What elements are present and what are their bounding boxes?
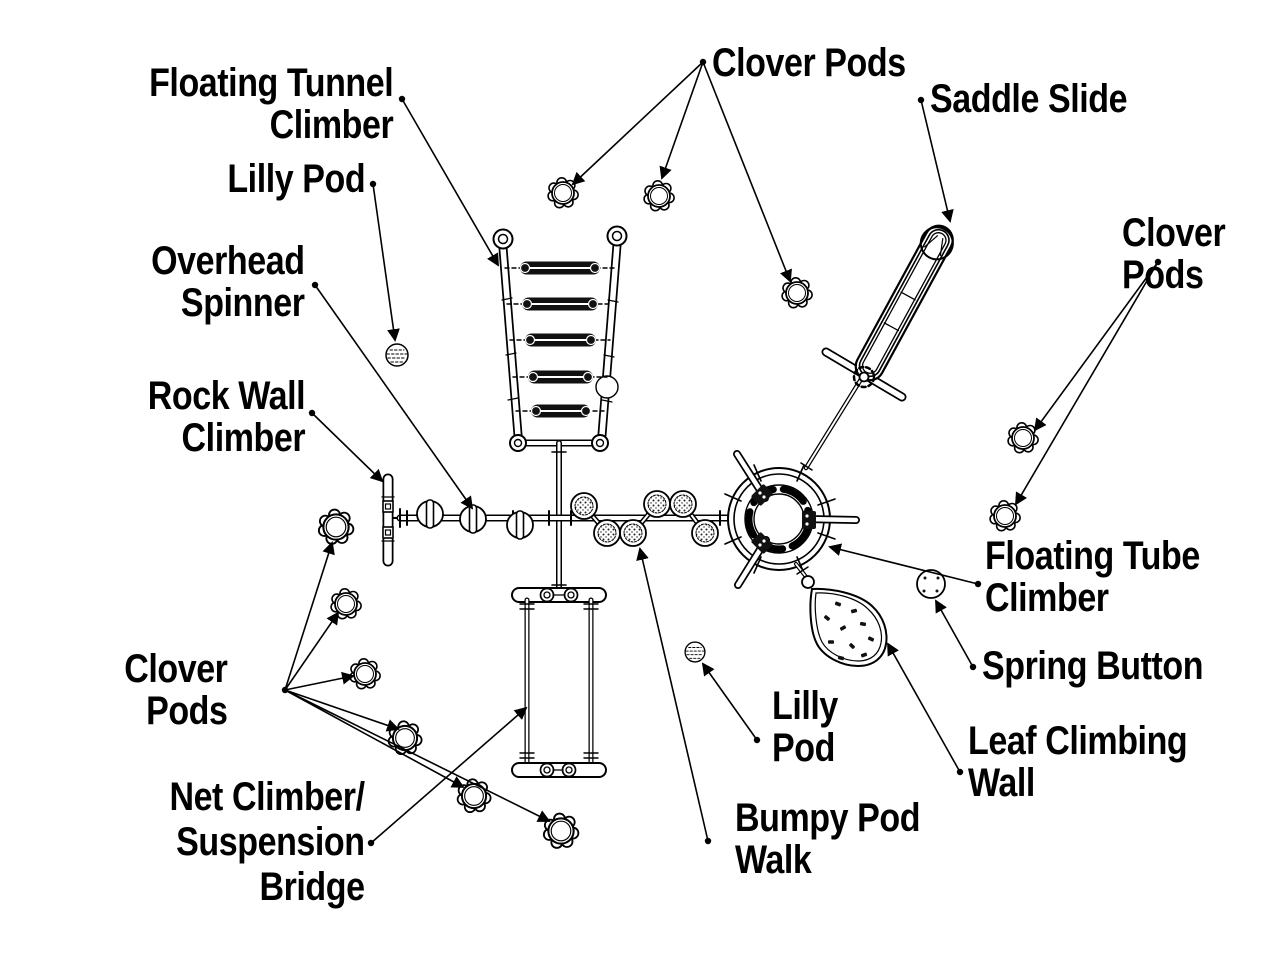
leader-saddle-slide	[920, 99, 954, 223]
bumpy-pod	[691, 519, 719, 547]
bumpy-pod	[643, 490, 671, 518]
bumpy-pod-walk-drawing	[570, 490, 719, 547]
spring-button-drawing	[916, 569, 946, 599]
leader-spring-button	[935, 599, 974, 668]
clover-pod	[989, 499, 1021, 532]
label-saddle-slide: Saddle Slide	[930, 77, 1128, 121]
ladder-rungs	[504, 261, 616, 418]
label-floating-tunnel-climber: Floating Tunnel Climber	[148, 61, 394, 147]
net-climber-suspension-bridge-drawing	[511, 587, 607, 778]
clover-pod	[542, 812, 580, 849]
label-clover-pods-top: Clover Pods	[712, 41, 906, 85]
label-overhead-spinner: Overhead Spinner	[151, 239, 306, 325]
overhead-spinner-disks	[416, 499, 534, 540]
bumpy-pod	[570, 492, 598, 520]
leader-lilly-pod-top	[372, 183, 400, 342]
lilly-pod	[684, 641, 706, 663]
leader-lilly-pod-bottom	[701, 662, 758, 741]
bumpy-pod	[669, 490, 697, 518]
leader-clover-top-2	[659, 61, 704, 180]
leader-clover-top-1	[571, 61, 704, 186]
label-clover-pods-right: Clover Pods	[1122, 211, 1226, 297]
leader-clover-left-2	[284, 611, 340, 691]
label-lilly-pod-top: Lilly Pod	[227, 157, 365, 201]
label-clover-pods-left: Clover Pods	[123, 647, 228, 733]
clover-pod	[1007, 421, 1039, 454]
floating-tunnel-climber-drawing	[492, 225, 628, 452]
saddle-slide-drawing	[800, 224, 954, 471]
leader-clover-right-1	[1033, 261, 1159, 432]
leader-clover-left-5	[284, 689, 465, 788]
rock-wall-climber-drawing	[381, 473, 395, 567]
clover-pod	[317, 508, 355, 545]
bumpy-pod	[593, 519, 621, 547]
leader-overhead-spinner	[314, 284, 474, 510]
leaf-rock-holds	[823, 601, 875, 661]
leader-dots	[281, 58, 1162, 847]
label-lilly-pod-bottom: Lilly Pod	[772, 684, 838, 770]
spinner-disk	[416, 499, 444, 529]
label-net-climber-suspension-bridge: Net Climber/ Suspension Bridge	[169, 775, 366, 909]
leader-leaf-climbing-wall	[887, 642, 961, 773]
clover-pod	[349, 657, 382, 690]
leader-clover-left-3	[284, 671, 355, 691]
leader-clover-left-6	[284, 689, 551, 822]
spinner-disk	[459, 504, 487, 534]
bumpy-pod	[619, 519, 647, 547]
leader-clover-left-4	[284, 689, 400, 732]
label-bumpy-pod-walk: Bumpy Pod Walk	[735, 796, 921, 882]
clover-pod	[330, 587, 363, 620]
leader-clover-right-2	[1015, 261, 1159, 506]
leader-floating-tube-climber	[828, 543, 979, 585]
label-leaf-climbing-wall: Leaf Climbing Wall	[968, 719, 1188, 805]
label-floating-tube-climber: Floating Tube Climber	[985, 534, 1200, 620]
clover-pod	[643, 179, 675, 212]
lilly-pod	[385, 343, 409, 367]
leader-floating-tunnel-climber	[401, 98, 499, 267]
leader-rock-wall-climber	[311, 412, 384, 483]
floating-tube-climber-drawing	[724, 450, 860, 589]
leader-clover-top-3	[702, 61, 792, 283]
clover-pod	[781, 276, 813, 309]
leaf-climbing-wall-drawing	[794, 562, 888, 668]
leader-bumpy-pod-walk	[636, 547, 709, 842]
leader-lines	[281, 58, 1162, 847]
label-spring-button: Spring Button	[982, 644, 1204, 688]
leader-net-climber	[370, 706, 528, 844]
leader-clover-left-1	[284, 541, 335, 691]
spinner-disk	[506, 510, 534, 540]
clover-pod	[547, 176, 579, 209]
label-rock-wall-climber: Rock Wall Climber	[147, 374, 306, 460]
